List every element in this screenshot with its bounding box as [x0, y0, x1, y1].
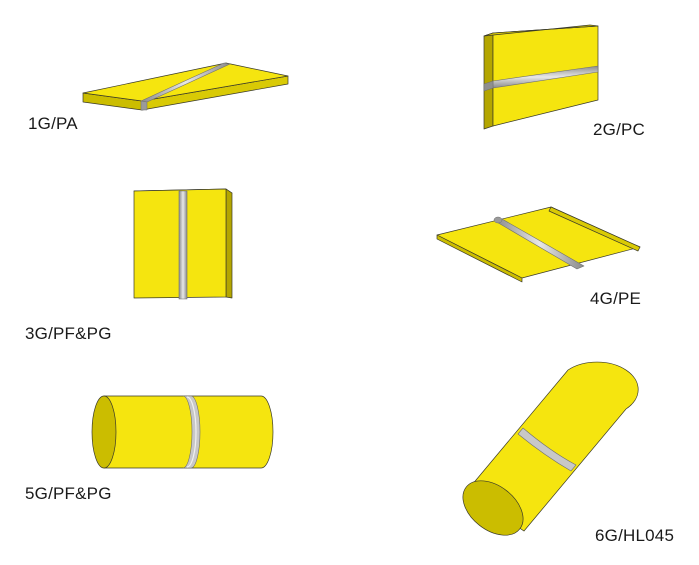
label-5g: 5G/PF&PG — [25, 484, 112, 503]
pipe-6g — [462, 361, 639, 536]
plate-3g — [133, 188, 233, 300]
label-6g: 6G/HL045 — [595, 526, 675, 545]
label-2g: 2G/PC — [593, 120, 646, 139]
weld-bead-6g — [517, 427, 577, 472]
label-4g: 4G/PE — [590, 289, 642, 308]
pipe-5g — [91, 395, 274, 469]
plate-4g — [436, 206, 641, 283]
label-3g: 3G/PF&PG — [25, 324, 112, 343]
weld-bead-5g — [182, 395, 201, 469]
weld-bead-3g — [178, 190, 188, 300]
plate-1g — [82, 62, 289, 111]
label-1g: 1G/PA — [28, 114, 78, 133]
plate-2g — [483, 24, 599, 130]
